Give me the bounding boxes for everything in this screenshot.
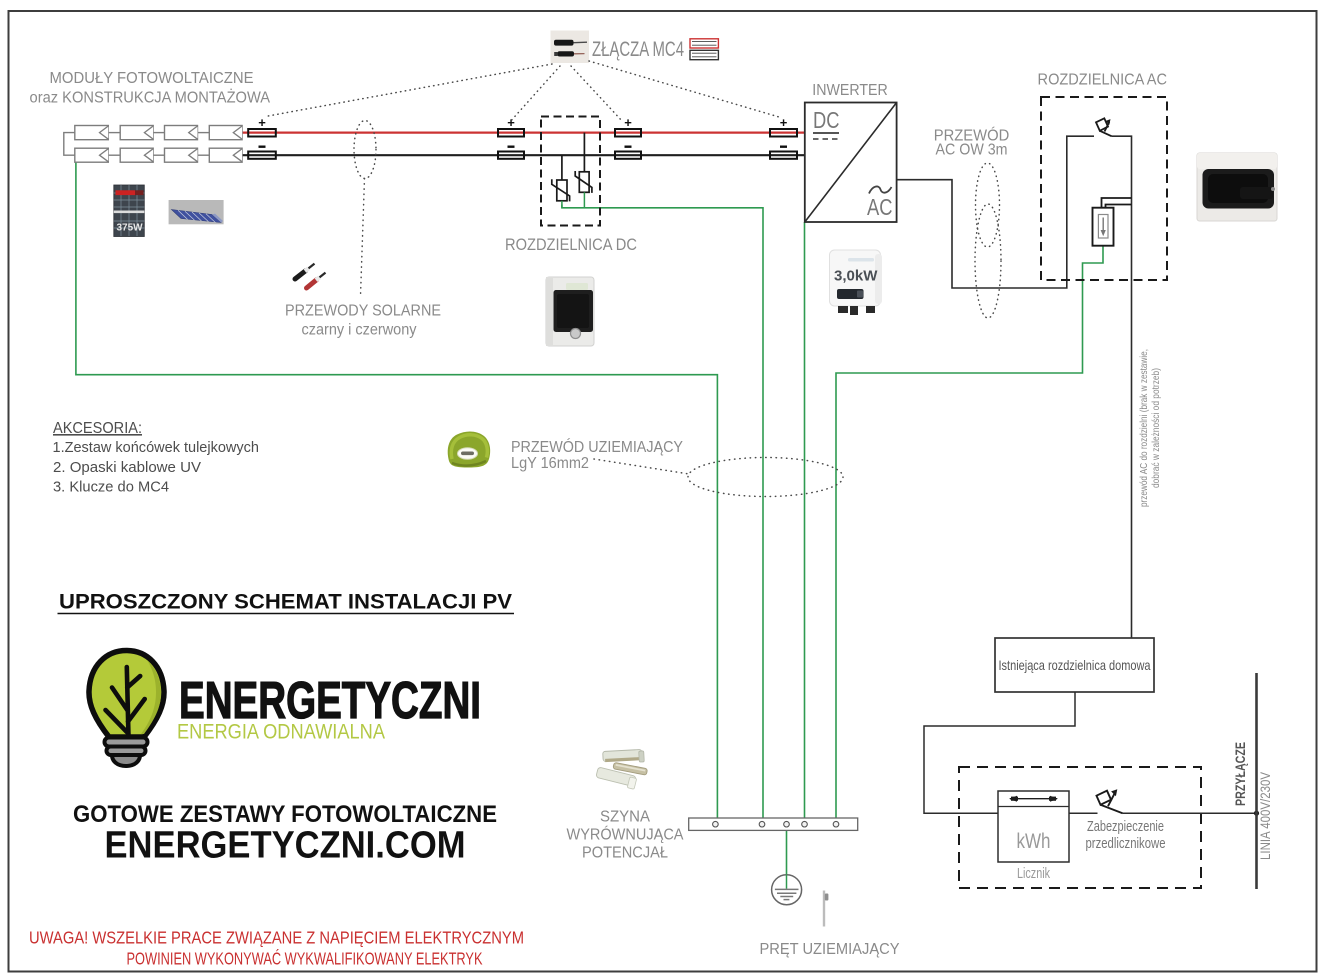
svg-text:GOTOWE ZESTAWY FOTOWOLTAICZNE: GOTOWE ZESTAWY FOTOWOLTAICZNE [73, 801, 497, 828]
svg-text:przedlicznikowe: przedlicznikowe [1086, 836, 1166, 852]
svg-text:AC OW 3m: AC OW 3m [936, 142, 1008, 159]
svg-text:+: + [780, 115, 788, 130]
svg-text:PRĘT UZIEMIAJĄCY: PRĘT UZIEMIAJĄCY [760, 941, 900, 958]
svg-text:PRZEWODY SOLARNE: PRZEWODY SOLARNE [285, 303, 441, 320]
svg-text:1.Zestaw końcówek tulejkowych: 1.Zestaw końcówek tulejkowych [53, 439, 260, 456]
svg-text:WYRÓWNUJĄCA: WYRÓWNUJĄCA [567, 827, 685, 844]
svg-text:dobrać w zależności od potrzeb: dobrać w zależności od potrzeb) [1150, 368, 1162, 488]
svg-text:INWERTER: INWERTER [812, 82, 888, 99]
svg-text:ENERGETYCZNI.COM: ENERGETYCZNI.COM [105, 825, 466, 867]
svg-text:ZŁĄCZA MC4: ZŁĄCZA MC4 [592, 38, 684, 61]
svg-text:PRZEWÓD: PRZEWÓD [934, 126, 1010, 145]
svg-text:2. Opaski kablowe UV: 2. Opaski kablowe UV [53, 459, 201, 476]
svg-text:Zabezpieczenie: Zabezpieczenie [1087, 819, 1164, 835]
svg-text:oraz KONSTRUKCJA MONTAŻOWA: oraz KONSTRUKCJA MONTAŻOWA [30, 89, 271, 107]
svg-text:ROZDZIELNICA DC: ROZDZIELNICA DC [505, 236, 637, 254]
svg-text:MODUŁY FOTOWOLTAICZNE: MODUŁY FOTOWOLTAICZNE [50, 70, 254, 87]
svg-text:SZYNA: SZYNA [600, 809, 651, 826]
svg-text:AC: AC [867, 194, 893, 220]
svg-text:AKCESORIA:: AKCESORIA: [53, 420, 142, 437]
svg-text:3. Klucze do MC4: 3. Klucze do MC4 [53, 479, 169, 496]
svg-text:ENERGIA ODNAWIALNA: ENERGIA ODNAWIALNA [177, 720, 386, 744]
svg-text:ENERGETYCZNI: ENERGETYCZNI [179, 672, 481, 730]
svg-text:3,0kW: 3,0kW [834, 268, 878, 285]
svg-text:UPROSZCZONY SCHEMAT INSTALACJI: UPROSZCZONY SCHEMAT INSTALACJI PV [59, 590, 513, 614]
svg-text:POWINIEN WYKONYWAĆ WYKWALIFIKO: POWINIEN WYKONYWAĆ WYKWALIFIKOWANY ELEKT… [127, 948, 483, 969]
svg-text:kWh: kWh [1017, 830, 1051, 853]
svg-text:czarny i czerwony: czarny i czerwony [302, 322, 417, 339]
svg-text:ROZDZIELNICA AC: ROZDZIELNICA AC [1038, 72, 1168, 89]
svg-text:PRZYŁĄCZE: PRZYŁĄCZE [1232, 742, 1248, 806]
svg-text:+: + [624, 115, 632, 130]
svg-text:+: + [258, 115, 266, 130]
svg-text:przewód AC do rozdzielni (brak: przewód AC do rozdzielni (brak w zestawi… [1138, 349, 1150, 507]
svg-text:375W: 375W [117, 223, 144, 234]
svg-text:POTENCJAŁ: POTENCJAŁ [582, 845, 668, 862]
svg-text:LgY 16mm2: LgY 16mm2 [511, 455, 589, 472]
svg-text:UWAGA! WSZELKIE PRACE ZWIĄZANE: UWAGA! WSZELKIE PRACE ZWIĄZANE Z NAPIĘCI… [29, 928, 524, 948]
svg-text:Istniejąca rozdzielnica domowa: Istniejąca rozdzielnica domowa [999, 657, 1151, 673]
svg-text:PRZEWÓD UZIEMIAJĄCY: PRZEWÓD UZIEMIAJĄCY [511, 437, 683, 456]
svg-text:Licznik: Licznik [1017, 866, 1051, 882]
svg-text:DC: DC [813, 107, 840, 133]
svg-text:LINIA 400V/230V: LINIA 400V/230V [1257, 771, 1273, 860]
svg-text:+: + [507, 115, 515, 130]
